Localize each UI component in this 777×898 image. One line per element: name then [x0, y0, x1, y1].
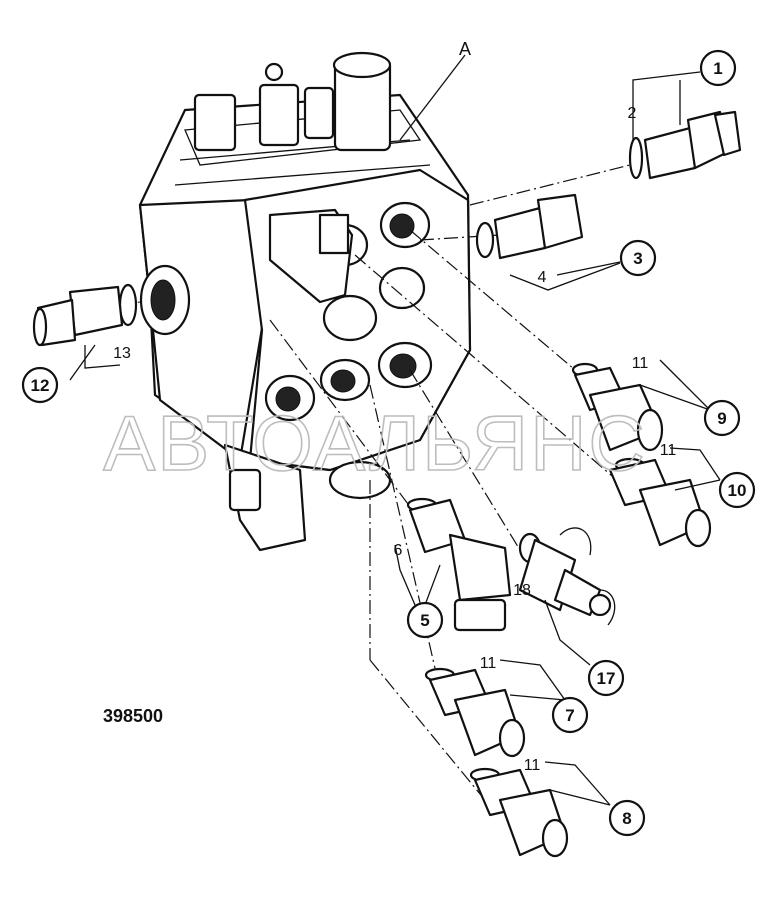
callout-label: 10 — [728, 481, 747, 500]
callout-12: 12 — [21, 366, 59, 404]
label-11: 11 — [632, 355, 649, 372]
label-2: 2 — [628, 105, 637, 122]
leader-lines — [69, 54, 721, 806]
label-11: 11 — [660, 442, 677, 459]
assembly-centerlines — [119, 164, 641, 801]
callout-label: 8 — [622, 809, 631, 828]
watermark-text: АВТОАЛЬЯНС — [103, 399, 647, 487]
control-valve-block — [138, 51, 472, 552]
elbow-fitting-5 — [406, 497, 512, 632]
label-4: 4 — [538, 269, 547, 286]
label-13: 13 — [113, 345, 131, 362]
callout-8: 8 — [608, 799, 646, 837]
label-11: 11 — [524, 757, 541, 774]
callout-label: 7 — [565, 706, 574, 725]
callout-label: 3 — [633, 249, 642, 268]
fitting-1 — [628, 110, 742, 180]
callout-3: 3 — [619, 239, 657, 277]
quick-coupler-17 — [518, 527, 616, 626]
callout-label: 17 — [597, 669, 616, 688]
fitting-10 — [608, 457, 712, 548]
callout-label: 9 — [717, 409, 726, 428]
port-label-a: A — [459, 39, 471, 59]
label-18: 18 — [513, 582, 531, 599]
callout-label: 12 — [31, 376, 50, 395]
callout-label: 1 — [713, 59, 722, 78]
label-6: 6 — [394, 542, 403, 559]
fitting-8 — [469, 767, 569, 858]
callout-7: 7 — [551, 696, 589, 734]
callout-label: 5 — [420, 611, 429, 630]
fitting-12 — [32, 283, 138, 347]
fitting-9 — [571, 362, 664, 452]
callout-9: 9 — [703, 399, 741, 437]
callout-17: 17 — [587, 659, 625, 697]
callout-5: 5 — [406, 601, 444, 639]
label-11: 11 — [480, 655, 497, 672]
fitting-3 — [475, 193, 584, 260]
part-number: 398500 — [103, 706, 163, 726]
callout-1: 1 — [699, 49, 737, 87]
callout-10: 10 — [718, 471, 756, 509]
fitting-7 — [424, 667, 526, 758]
